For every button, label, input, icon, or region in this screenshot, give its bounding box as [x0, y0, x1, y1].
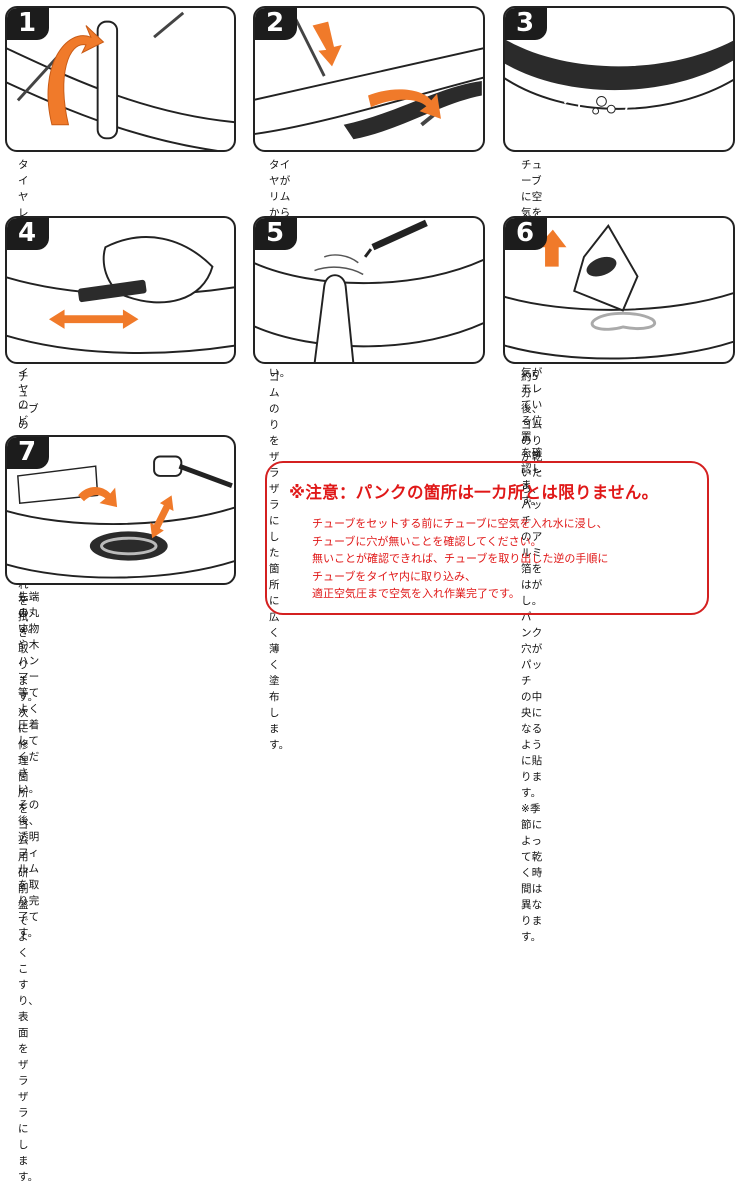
- curved-arrow-icon: [368, 89, 441, 119]
- step-6-number: 6: [505, 218, 547, 250]
- down-arrow-icon: [312, 21, 342, 67]
- step-1-illustration: 1: [5, 6, 236, 152]
- step-2-illustration: 2: [253, 6, 485, 152]
- step-1-number: 1: [7, 8, 49, 40]
- glue-apply-illustration: [255, 219, 483, 362]
- double-arrow-icon: [48, 309, 139, 329]
- press-patch-illustration: [7, 455, 234, 579]
- step-4-illustration: 4: [5, 216, 236, 364]
- step-2-number: 2: [255, 8, 297, 40]
- curved-arrow-icon: [78, 487, 118, 508]
- step-4-number: 4: [7, 218, 49, 250]
- water-test-illustration: [505, 39, 733, 118]
- notice-body: チューブをセットする前にチューブに空気を入れ水に浸し、 チューブに穴が無いことを…: [312, 517, 609, 600]
- step-5-number: 5: [255, 218, 297, 250]
- notice-box: ※注意：パンクの箇所は一カ所とは限りません。 チューブをセットする前にチューブに…: [265, 461, 709, 615]
- step-3-number: 3: [505, 8, 547, 40]
- sanding-illustration: [7, 236, 234, 354]
- step-7-caption: 先端の丸い物や木ハンマー等てよく圧着 してください。 その後、透明フィルムを取り…: [18, 591, 40, 939]
- curved-arrow-icon: [47, 25, 105, 126]
- tire-lever-illustration: [7, 11, 234, 150]
- tube-pull-illustration: [255, 17, 483, 140]
- double-arrow-icon: [150, 495, 174, 539]
- step-7-illustration: 7: [5, 435, 236, 585]
- step-7-number: 7: [7, 437, 49, 469]
- step-3-illustration: 3: [503, 6, 735, 152]
- step-6-caption: 約5分後、ゴムのりが乾いたら、パッチ のアルミ箔をはがし。パンク穴がパッチ の中…: [521, 371, 543, 943]
- up-arrow-icon: [537, 229, 567, 267]
- step-6-illustration: 6: [503, 216, 735, 364]
- patch-apply-illustration: [505, 224, 733, 360]
- notice-title: ※注意：パンクの箇所は一カ所とは限りません。: [289, 483, 659, 502]
- step-5-illustration: 5: [253, 216, 485, 364]
